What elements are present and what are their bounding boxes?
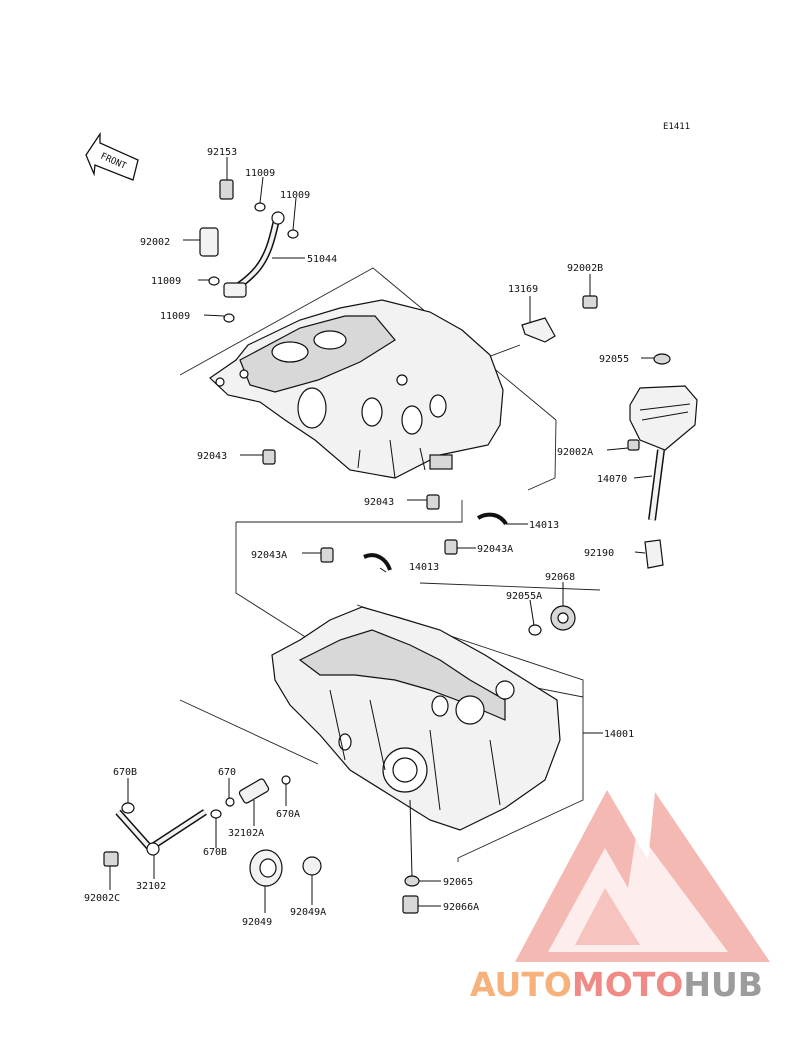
callout-11009-a: 11009 bbox=[245, 168, 275, 179]
upper-crankcase bbox=[209, 299, 504, 479]
callout-92002B: 92002B bbox=[567, 263, 603, 274]
callout-92066A: 92066A bbox=[443, 902, 479, 913]
callout-14070: 14070 bbox=[597, 474, 627, 485]
callout-670A: 670A bbox=[276, 809, 300, 820]
callout-92043-b: 92043 bbox=[364, 497, 394, 508]
callout-13169: 13169 bbox=[508, 284, 538, 295]
callout-92043A-a: 92043A bbox=[251, 550, 287, 561]
callout-92055: 92055 bbox=[599, 354, 629, 365]
callout-14013-b: 14013 bbox=[409, 562, 439, 573]
callout-92065: 92065 bbox=[443, 877, 473, 888]
leader-lines bbox=[109, 157, 654, 913]
callout-92002A: 92002A bbox=[557, 447, 593, 458]
callout-labels: 92153 11009 11009 92002 51044 11009 1100… bbox=[84, 147, 634, 928]
callout-92049: 92049 bbox=[242, 917, 272, 928]
callout-92055A: 92055A bbox=[506, 591, 542, 602]
callout-14001: 14001 bbox=[604, 729, 634, 740]
callout-32102: 32102 bbox=[136, 881, 166, 892]
callout-92049A: 92049A bbox=[290, 907, 326, 918]
callout-92002C: 92002C bbox=[84, 893, 120, 904]
callout-32102A: 32102A bbox=[228, 828, 264, 839]
callout-670B-b: 670B bbox=[203, 847, 227, 858]
callout-92002: 92002 bbox=[140, 237, 170, 248]
callout-11009-d: 11009 bbox=[160, 311, 190, 322]
callout-92068: 92068 bbox=[545, 572, 575, 583]
small-parts bbox=[103, 179, 698, 914]
lower-case-frame bbox=[179, 604, 584, 862]
front-arrow-icon: FRONT bbox=[85, 131, 139, 181]
watermark-triangle-icon bbox=[515, 790, 770, 962]
lower-crankcase bbox=[271, 606, 561, 831]
callout-14013-a: 14013 bbox=[529, 520, 559, 531]
watermark-hub: HUB bbox=[683, 965, 763, 1004]
callout-11009-c: 11009 bbox=[151, 276, 181, 287]
watermark-moto: MOTO bbox=[572, 965, 683, 1004]
watermark-auto: AUTO bbox=[470, 965, 572, 1004]
callout-92190: 92190 bbox=[584, 548, 614, 559]
callout-11009-b: 11009 bbox=[280, 190, 310, 201]
callout-92043A-b: 92043A bbox=[477, 544, 513, 555]
callout-670: 670 bbox=[218, 767, 236, 778]
callout-92153: 92153 bbox=[207, 147, 237, 158]
callout-92043-a: 92043 bbox=[197, 451, 227, 462]
diagram-code: E1411 bbox=[663, 122, 690, 132]
callout-670B-a: 670B bbox=[113, 767, 137, 778]
watermark-text: AUTOMOTOHUB bbox=[470, 965, 763, 1004]
callout-51044: 51044 bbox=[307, 254, 337, 265]
watermark-logo: AUTOMOTOHUB bbox=[470, 790, 770, 1004]
